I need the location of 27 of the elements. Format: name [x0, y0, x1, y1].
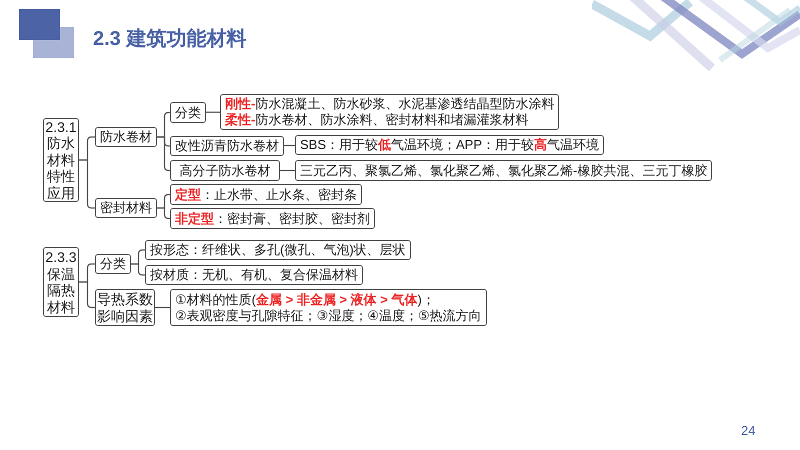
branch-box: 改性沥青防水卷材	[170, 136, 284, 156]
leaf-box: 定型：止水带、止水条、密封条	[170, 184, 362, 205]
leaf-box: 非定型：密封膏、密封胶、密封剂	[170, 208, 375, 229]
connector-line	[79, 281, 95, 308]
connector-line	[157, 207, 170, 220]
title: 2.3 建筑功能材料	[93, 27, 246, 52]
branch-box: 分类	[95, 254, 131, 274]
connector-line	[284, 144, 295, 146]
connector-line	[206, 112, 220, 113]
leaf-box: 按材质：无机、有机、复合保温材料	[145, 265, 363, 285]
connector-line	[79, 159, 95, 209]
connector-line	[131, 263, 145, 276]
branch-box: 分类	[170, 102, 206, 123]
topic-box: 2.3.1 防水材料特性应用	[43, 118, 79, 202]
branch-box: 防水卷材	[95, 127, 157, 147]
branch-box: 导热系数影响因素	[95, 289, 155, 326]
leaf-box: ①材料的性质(金属 > 非金属 > 液体 > 气体)； ②表观密度与孔隙特征；③湿度；④温度；⑤热流方向	[170, 289, 487, 326]
leaf-box: 刚性-防水混凝土、防水砂浆、水泥基渗透结晶型防水涂料 柔性-防水卷材、防水涂料、密封材料和堵漏灌浆材料	[220, 94, 560, 130]
leaf-box: 三元乙丙、聚氯乙烯、氯化聚乙烯、氯化聚乙烯-橡胶共混、三元丁橡胶	[295, 160, 712, 181]
connector-line	[280, 170, 295, 172]
branch-box: 密封材料	[95, 198, 157, 218]
topic-box: 2.3.3 保温隔热材料	[43, 247, 79, 317]
leaf-box: 按形态：纤维状、多孔(微孔、气泡)状、层状	[145, 240, 411, 260]
leaf-box: SBS：用于较低气温环境；APP：用于较高气温环境	[295, 135, 604, 155]
branch-box: 高分子防水卷材	[170, 160, 280, 181]
page-number: 24	[741, 423, 756, 438]
connector-line	[155, 306, 170, 308]
